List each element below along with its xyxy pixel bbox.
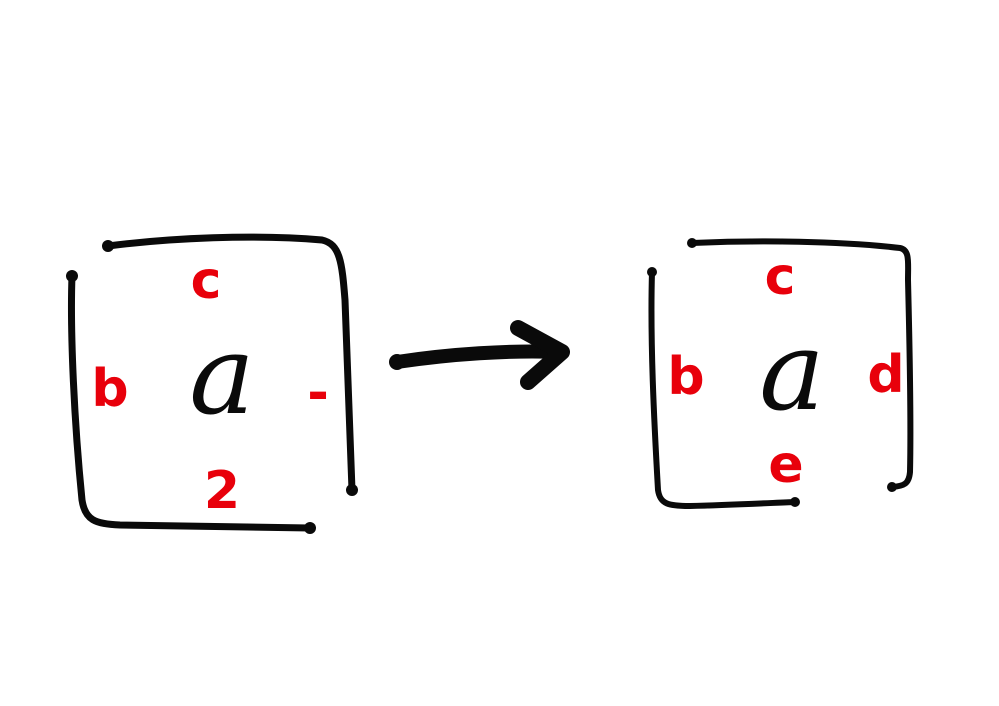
left-box-right-label: - [307, 363, 329, 423]
left-box-top-bracket-end [102, 240, 114, 252]
right-box-center-symbol: a [759, 307, 825, 435]
right-box-right-label: d [867, 345, 904, 405]
left-box-top-bracket-end [346, 484, 358, 496]
left-box: c b a - 2 [66, 233, 358, 534]
right-box-top-bracket-end [687, 238, 697, 248]
left-box-top-bracket [104, 233, 356, 494]
left-box-bottom-label: 2 [204, 461, 240, 521]
right-box-top-bracket [689, 238, 914, 490]
left-box-bottom-bracket-end [304, 522, 316, 534]
right-box-top-bracket-end [887, 482, 897, 492]
right-box-top-label: c [765, 247, 796, 307]
left-box-bottom-bracket [68, 272, 314, 532]
right-box: c b a d e [647, 238, 914, 509]
left-box-left-label: b [91, 359, 128, 419]
right-box-bottom-bracket-end [647, 267, 657, 277]
left-box-top-label: c [191, 251, 222, 311]
right-box-bottom-bracket [648, 269, 798, 509]
arrow-right-icon [389, 320, 570, 390]
left-box-bottom-bracket-end [66, 270, 78, 282]
right-box-left-label: b [667, 347, 704, 407]
right-box-bottom-bracket-end [790, 497, 800, 507]
right-box-bottom-label: e [768, 435, 803, 495]
left-box-center-symbol: a [189, 311, 255, 439]
